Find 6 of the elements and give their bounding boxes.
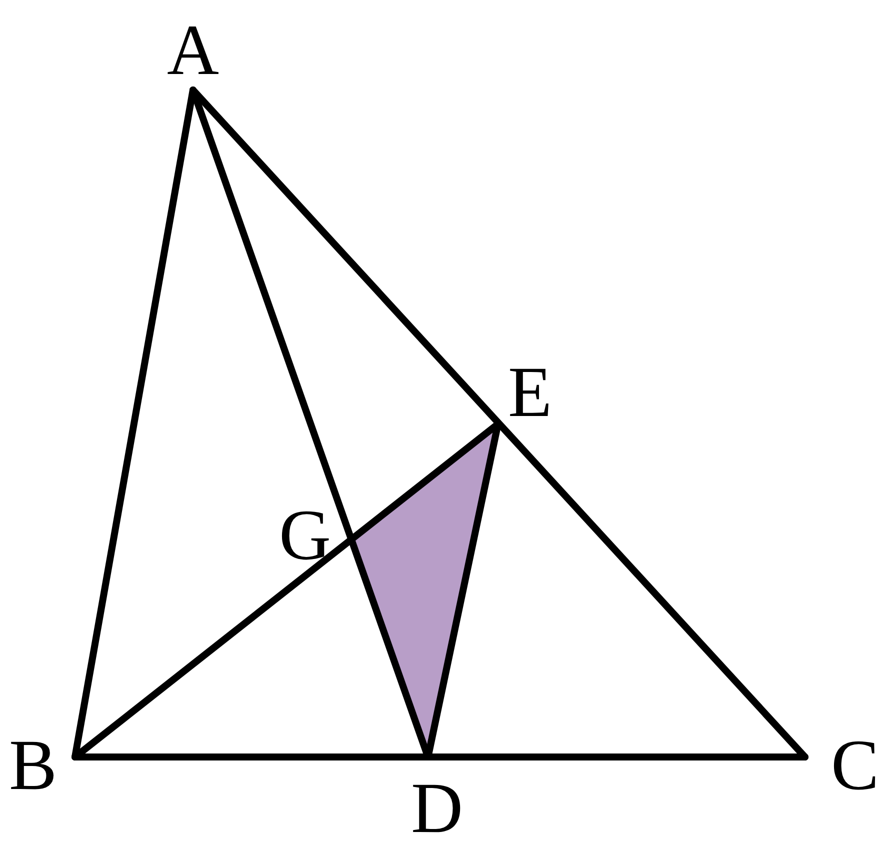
- point-label: E: [508, 356, 552, 428]
- point-label: C: [830, 729, 880, 801]
- point-label: A: [167, 14, 219, 86]
- point-label: B: [8, 729, 58, 801]
- point-label: D: [411, 772, 463, 844]
- point-label: G: [279, 499, 331, 571]
